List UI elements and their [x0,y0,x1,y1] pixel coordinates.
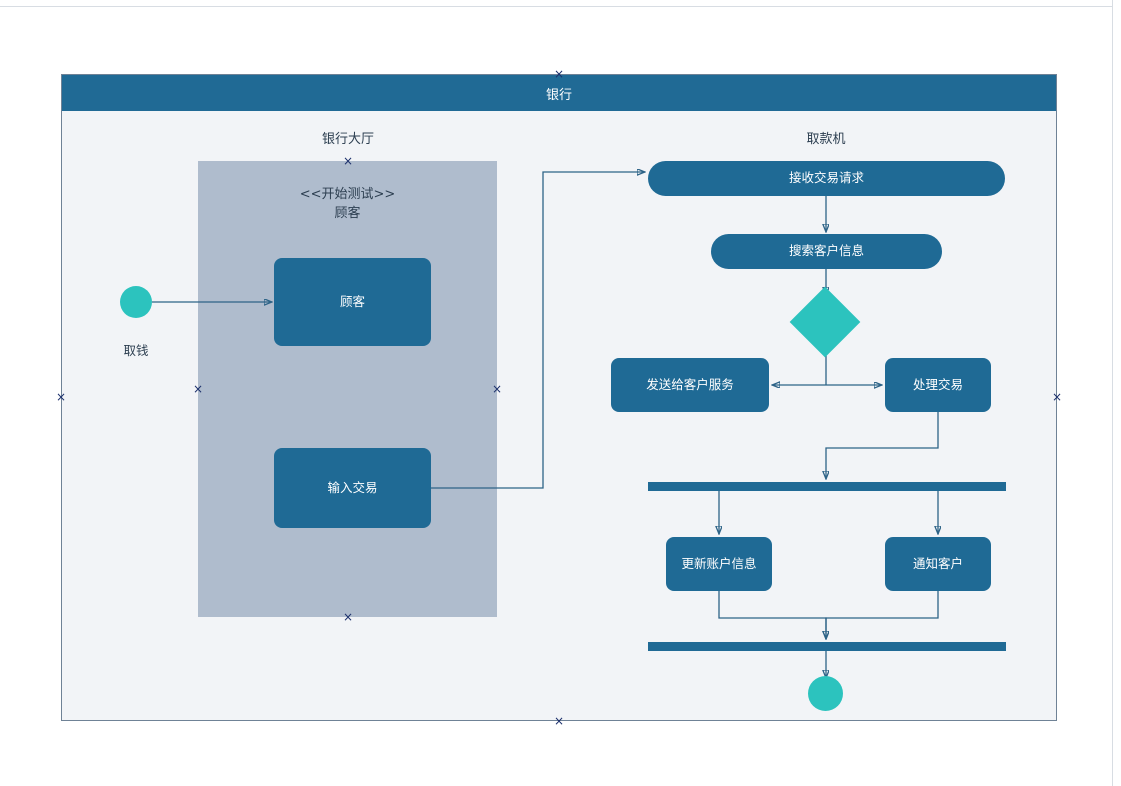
partition-label-bank-lobby: 银行大厅 [321,132,375,147]
partition-customer-title: <<开始测试>> 顾客 [198,185,497,223]
activity-node-customer[interactable]: 顾客 [274,258,431,346]
handle-partition-bottom[interactable] [342,611,355,624]
handle-partition-top[interactable] [342,155,355,168]
partition-customer-name: 顾客 [334,206,361,221]
page-edge-right [1112,0,1113,786]
page-edge-top [0,6,1112,7]
activity-node-update-account-info[interactable]: 更新账户信息 [666,537,772,591]
handle-frame-right[interactable] [1051,391,1064,404]
initial-node-caption: 取钱 [123,343,149,358]
activity-node-search-customer-info[interactable]: 搜索客户信息 [711,234,942,269]
activity-node-receive-request[interactable]: 接收交易请求 [648,161,1005,196]
activity-node-input-transaction[interactable]: 输入交易 [274,448,431,528]
activity-node-notify-customer[interactable]: 通知客户 [885,537,991,591]
initial-node[interactable] [120,286,152,318]
partition-label-atm: 取款机 [806,132,846,147]
handle-frame-left[interactable] [55,391,68,404]
handle-frame-bottom[interactable] [553,715,566,728]
join-bar[interactable] [648,642,1006,651]
handle-partition-right[interactable] [491,383,504,396]
final-node[interactable] [808,676,843,711]
activity-node-process-transaction[interactable]: 处理交易 [885,358,991,412]
partition-customer-stereotype: <<开始测试>> [299,187,396,202]
handle-frame-top[interactable] [553,68,566,81]
handle-partition-left[interactable] [192,383,205,396]
activity-node-send-to-customer-service[interactable]: 发送给客户服务 [611,358,769,412]
partition-customer[interactable]: <<开始测试>> 顾客 [198,161,497,617]
fork-bar[interactable] [648,482,1006,491]
activity-frame-title[interactable]: 银行 [62,75,1056,111]
